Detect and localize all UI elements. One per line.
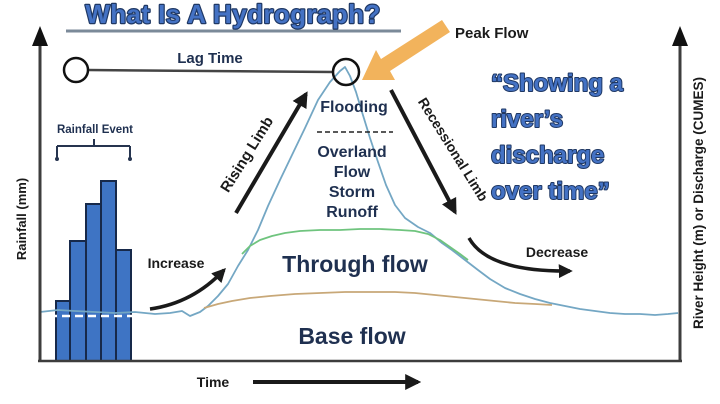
increase-label: Increase bbox=[148, 255, 205, 271]
quote-line1: “Showing a bbox=[491, 70, 624, 97]
through_flow-curve bbox=[241, 228, 469, 261]
lag-time-line bbox=[87, 68, 334, 74]
discharge-curve bbox=[39, 66, 679, 317]
lag-start-circle-icon bbox=[62, 56, 90, 84]
flow-curves bbox=[39, 66, 679, 317]
peak-circle-icon bbox=[331, 57, 361, 87]
rising-limb-arrow-icon bbox=[234, 91, 308, 215]
rainfall-event-label: Rainfall Event bbox=[57, 124, 133, 136]
right-y-axis-arrowhead-icon bbox=[672, 26, 688, 46]
rainfall-bars bbox=[55, 180, 132, 362]
rainfall-bar bbox=[69, 240, 87, 362]
rainfall-event-bracket-icon bbox=[56, 139, 131, 158]
right-y-axis-label: River Height (m) or Discharge (CUMES) bbox=[691, 77, 706, 329]
overland-label-line2: Flow bbox=[334, 164, 371, 181]
bracket-dot-left-icon bbox=[55, 157, 59, 161]
overland-label-line1: Overland bbox=[317, 144, 386, 161]
increase-arrow-icon bbox=[149, 267, 226, 311]
page-title: What Is A Hydrograph? bbox=[85, 0, 380, 29]
rainfall-bar bbox=[100, 180, 117, 362]
bracket-dot-right-icon bbox=[128, 157, 132, 161]
quote-line2: river’s bbox=[491, 106, 563, 133]
quote-line4: over time” bbox=[491, 178, 610, 205]
recessional-limb-arrow-icon bbox=[389, 89, 457, 215]
flooding-label: Flooding bbox=[320, 99, 388, 116]
decrease-label: Decrease bbox=[526, 244, 588, 260]
base-flow-label: Base flow bbox=[298, 323, 405, 349]
through-flow-label: Through flow bbox=[282, 251, 428, 277]
decrease-arrow-icon bbox=[467, 237, 573, 279]
overland-label-line3: Storm bbox=[329, 184, 375, 201]
rainfall-bar bbox=[115, 249, 132, 362]
peak-flow-label: Peak Flow bbox=[455, 25, 529, 42]
lag-time-label: Lag Time bbox=[177, 50, 243, 67]
quote-line3: discharge bbox=[491, 142, 604, 169]
rainfall-bar bbox=[85, 203, 102, 362]
overland-label-line4: Runoff bbox=[326, 204, 378, 221]
base_flow-curve bbox=[203, 291, 553, 309]
left-y-axis-arrowhead-icon bbox=[32, 26, 48, 46]
left-y-axis-label: Rainfall (mm) bbox=[14, 178, 29, 260]
recessional-limb-label: Recessional Limb bbox=[415, 95, 492, 204]
x-axis-label: Time bbox=[197, 374, 230, 390]
peak-flow-arrow-icon bbox=[362, 20, 450, 80]
